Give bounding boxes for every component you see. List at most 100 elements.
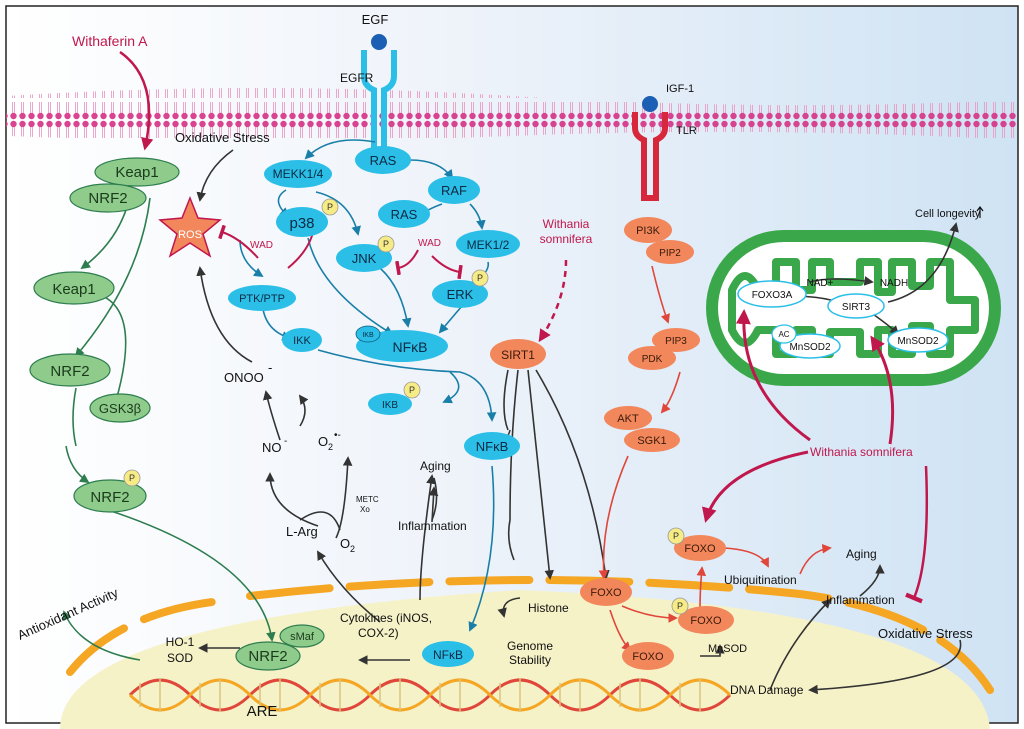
ras-mid: RAS (391, 207, 418, 222)
nfkb-mid: NFκB (476, 439, 509, 454)
ikb-phospho: IKB (382, 400, 398, 411)
ac: AC (778, 330, 789, 339)
pip2: PIP2 (659, 248, 681, 259)
foxo-nucleus-3: FOXO (632, 651, 664, 663)
no-label: NO (262, 440, 282, 455)
ros-star: ROS (158, 195, 222, 258)
mnsod2-a: MnSOD2 (789, 342, 831, 353)
p-badge-foxo-top: P (673, 531, 679, 541)
erk: ERK (447, 287, 474, 302)
igf1-ligand (642, 96, 658, 112)
orange-nodes: PI3K PIP2 PIP3 PDK AKT SGK1 FOXO FOXO FO… (490, 217, 734, 670)
are: ARE (247, 703, 278, 720)
oxidative-stress-bottom: Oxidative Stress (878, 626, 973, 641)
nrf2-top: NRF2 (88, 190, 127, 207)
ikb-small: IKB (362, 332, 374, 339)
foxo3a: FOXO3A (752, 290, 793, 301)
nuclear-envelope (246, 576, 994, 694)
onoo-sup: - (268, 360, 272, 375)
inflammation-left: Inflammation (398, 519, 467, 533)
smaf: sMaf (290, 631, 315, 643)
gsk3b: GSK3β (99, 401, 141, 416)
ras-top: RAS (370, 153, 397, 168)
egf-ligand (371, 34, 387, 50)
metc: METC (356, 495, 379, 504)
p38: p38 (289, 215, 314, 232)
withania-effects (218, 224, 929, 604)
withaferin-label: Withaferin A (72, 33, 148, 49)
foxo-phospho: FOXO (684, 543, 716, 555)
sod: SOD (167, 651, 193, 665)
genome-2: Stability (509, 653, 551, 667)
ho1: HO-1 (166, 635, 195, 649)
genome-1: Genome (507, 639, 553, 653)
nrf2-mid: NRF2 (50, 363, 89, 380)
dna-damage: DNA Damage (730, 683, 804, 697)
o2-superoxide-sub: 2 (328, 442, 333, 452)
up-arrow-icon (976, 206, 984, 218)
ptk-ptp: PTK/PTP (239, 293, 285, 305)
wad-1: WAD (250, 240, 273, 251)
o2-sub: 2 (350, 544, 355, 554)
inflammation-right: Inflammation (826, 593, 895, 607)
nfkb-nucleus: NFκB (433, 648, 463, 662)
pdk: PDK (642, 354, 663, 365)
raf: RAF (441, 183, 467, 198)
dna-helix (128, 678, 732, 712)
pi3k: PI3K (636, 225, 661, 237)
p-badge-erk: P (477, 273, 483, 283)
nrf2-nucleus: NRF2 (248, 648, 287, 665)
p-badge-ikb: P (409, 385, 415, 395)
blue-nodes: RAS MEKK1/4 p38 RAF RAS JNK MEK1/2 ERK P… (228, 146, 520, 667)
sgk1: SGK1 (637, 435, 666, 447)
o2-superoxide-dot: •- (334, 430, 341, 441)
foxo-nucleus-1: FOXO (590, 587, 622, 599)
jnk: JNK (352, 251, 377, 266)
nad-plus: NAD+ (807, 278, 834, 289)
p-badge-jnk: P (383, 239, 389, 249)
nucleus (60, 590, 990, 729)
wad-2: WAD (418, 238, 441, 249)
mito-nodes: FOXO3A SIRT3 MnSOD2 AC MnSOD2 NAD+ NADH (737, 278, 949, 359)
l-arg: L-Arg (286, 524, 318, 539)
cytokines-1: Cytokines (iNOS, (340, 611, 432, 625)
foxo-nucleus-2: FOXO (690, 615, 722, 627)
o2-superoxide: O (318, 434, 328, 449)
o2-label: O (340, 536, 350, 551)
no-sup: - (284, 436, 287, 447)
ros-label: ROS (178, 229, 202, 241)
akt: AKT (617, 413, 639, 425)
ubiquitination: Ubiquitination (724, 573, 797, 587)
igf1-label: IGF-1 (666, 83, 694, 95)
mekk14: MEKK1/4 (273, 167, 324, 181)
p-badge-nrf2: P (129, 473, 135, 483)
nrf2-phospho: NRF2 (90, 489, 129, 506)
aging-right: Aging (846, 547, 877, 561)
pip3: PIP3 (665, 336, 687, 347)
aging-left: Aging (420, 459, 451, 473)
sirt1-label: SIRT1 (501, 348, 535, 362)
cell-longevity: Cell longevity (915, 208, 981, 220)
egfr-label: EGFR (340, 71, 374, 85)
oxidative-stress-top: Oxidative Stress (175, 130, 270, 145)
withania-top-1: Withania (543, 217, 590, 231)
keap1-top: Keap1 (115, 164, 158, 181)
xo: Xo (360, 505, 370, 514)
tlr-label: TLR (676, 125, 697, 137)
ikk: IKK (293, 335, 311, 347)
withania-top-2: somnifera (540, 232, 593, 246)
edges (62, 50, 962, 695)
p-badge-p38: P (327, 202, 333, 212)
withania-right: Withania somnifera (810, 445, 913, 459)
green-nodes: Keap1 NRF2 Keap1 NRF2 GSK3β NRF2 NRF2 sM… (29, 157, 325, 671)
cytokines-2: COX-2) (358, 626, 399, 640)
mnsod: MnSOD (708, 643, 747, 655)
histone: Histone (528, 601, 569, 615)
nfkb-main: NFκB (393, 339, 428, 355)
keap1-mid: Keap1 (52, 281, 95, 298)
egf-label: EGF (362, 12, 389, 27)
mek12: MEK1/2 (467, 238, 510, 252)
onoo-label: ONOO (224, 370, 264, 385)
p-badge-foxo-nuc: P (677, 601, 683, 611)
